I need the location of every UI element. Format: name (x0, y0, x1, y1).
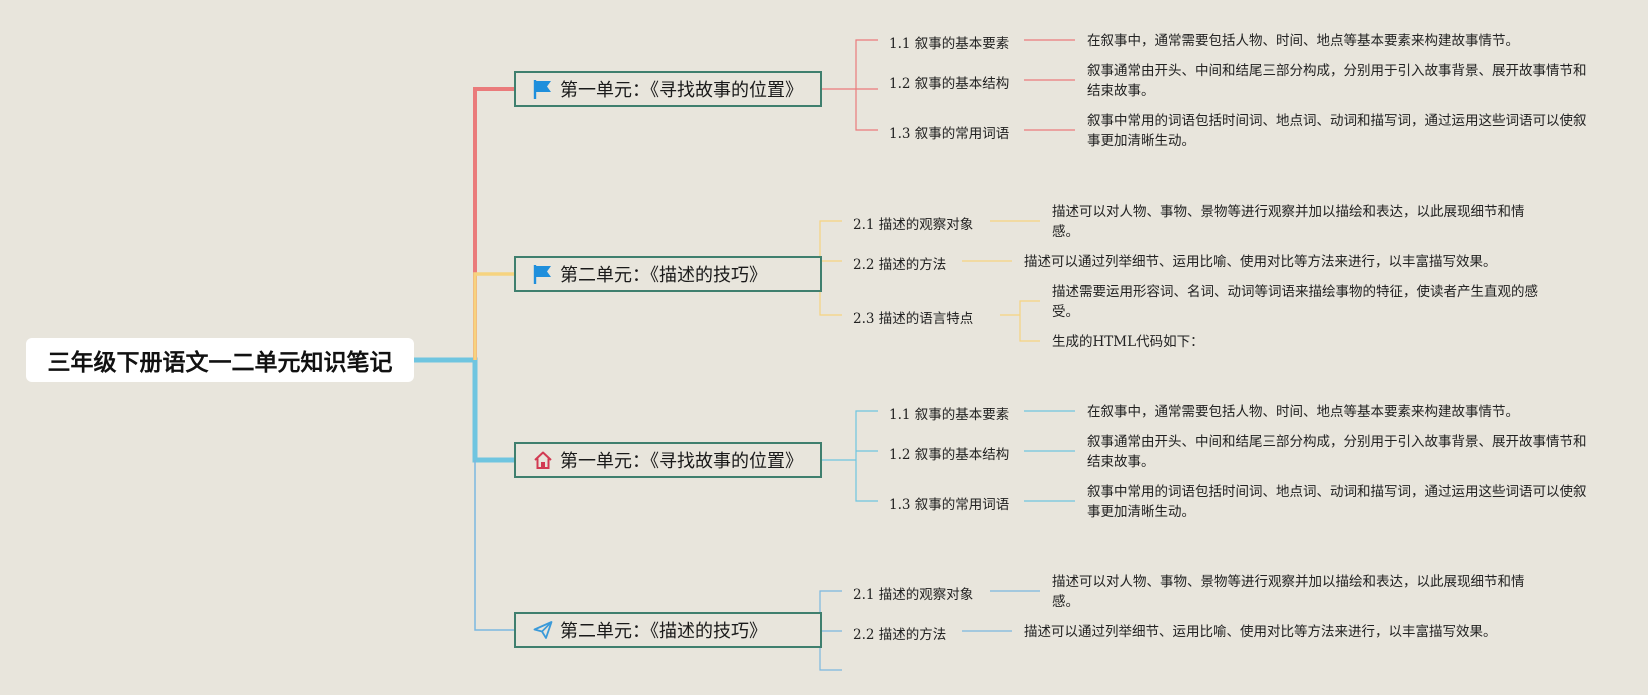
house-icon (532, 449, 554, 471)
root-node[interactable]: 三年级下册语文一二单元知识笔记 (26, 338, 414, 382)
unit-node-1[interactable]: 第一单元：《寻找故事的位置》 (514, 71, 822, 107)
topic-4-1[interactable]: 2.1 描述的观察对象 (853, 583, 973, 603)
topic-3-3[interactable]: 1.3 叙事的常用词语 (889, 493, 1009, 513)
flag-icon (532, 263, 554, 285)
topic-label: 2.2 描述的方法 (853, 257, 947, 273)
topic-label: 2.1 描述的观察对象 (853, 587, 974, 603)
connector-unit2-topics (819, 220, 842, 316)
leaf-note: 描述可以对人物、事物、景物等进行观察并加以描绘和表达，以此展现细节和情感。 (1052, 574, 1525, 610)
leaf-note: 叙事中常用的词语包括时间词、地点词、动词和描写词，通过运用这些词语可以使叙事更加… (1087, 113, 1587, 149)
topic-1-1[interactable]: 1.1 叙事的基本要素 (889, 32, 1009, 52)
leaf-note: 生成的HTML代码如下： (1052, 334, 1204, 350)
topic-2-3[interactable]: 2.3 描述的语言特点 (853, 307, 973, 327)
leaf-note: 描述可以通过列举细节、运用比喻、使用对比等方法来进行，以丰富描写效果。 (1024, 624, 1497, 640)
unit-node-4[interactable]: 第二单元：《描述的技巧》 (514, 612, 822, 648)
topic-label: 2.2 描述的方法 (853, 627, 947, 643)
leaf-note: 叙事中常用的词语包括时间词、地点词、动词和描写词，通过运用这些词语可以使叙事更加… (1087, 484, 1587, 520)
topic-label: 1.3 叙事的常用词语 (889, 497, 1010, 513)
unit-label: 第一单元：《寻找故事的位置》 (560, 451, 803, 472)
leaf-note: 在叙事中，通常需要包括人物、时间、地点等基本要素来构建故事情节。 (1087, 33, 1519, 49)
leaf-note: 叙事通常由开头、中间和结尾三部分构成，分别用于引入故事背景、展开故事情节和结束故… (1087, 63, 1587, 99)
connector-root-unit-2 (473, 272, 514, 360)
topic-2-1[interactable]: 2.1 描述的观察对象 (853, 213, 973, 233)
topic-4-2[interactable]: 2.2 描述的方法 (853, 623, 946, 643)
connector-root-unit-3 (414, 357, 514, 463)
connector-unit3-topics (822, 410, 878, 502)
connector-root-unit-1 (473, 87, 514, 360)
connector-unit2-leaves (962, 220, 1040, 342)
unit-node-2[interactable]: 第二单元：《描述的技巧》 (514, 256, 822, 292)
connector-unit1-topics (822, 39, 878, 131)
paper-plane-icon (532, 619, 554, 641)
connector-unit3-leaves (1024, 410, 1075, 502)
unit-label: 第二单元：《描述的技巧》 (560, 621, 767, 642)
topic-label: 2.1 描述的观察对象 (853, 217, 974, 233)
topic-2-2[interactable]: 2.2 描述的方法 (853, 253, 946, 273)
topic-label: 1.2 叙事的基本结构 (889, 447, 1010, 463)
leaf-note: 叙事通常由开头、中间和结尾三部分构成，分别用于引入故事背景、展开故事情节和结束故… (1087, 434, 1587, 470)
leaf-note: 在叙事中，通常需要包括人物、时间、地点等基本要素来构建故事情节。 (1087, 404, 1519, 420)
unit-label: 第二单元：《描述的技巧》 (560, 265, 767, 286)
connector-unit1-leaves (1024, 39, 1075, 131)
connector-unit4-leaves (962, 590, 1040, 632)
topic-label: 1.2 叙事的基本结构 (889, 76, 1010, 92)
leaf-note: 描述可以对人物、事物、景物等进行观察并加以描绘和表达，以此展现细节和情感。 (1052, 204, 1525, 240)
topic-1-2[interactable]: 1.2 叙事的基本结构 (889, 72, 1009, 92)
leaf-note: 描述可以通过列举细节、运用比喻、使用对比等方法来进行，以丰富描写效果。 (1024, 254, 1497, 270)
topic-label: 1.1 叙事的基本要素 (889, 36, 1010, 52)
connector-root-unit-4 (474, 460, 514, 631)
flag-icon (532, 78, 554, 100)
root-title: 三年级下册语文一二单元知识笔记 (47, 350, 393, 376)
unit-label: 第一单元：《寻找故事的位置》 (560, 80, 803, 101)
topic-1-3[interactable]: 1.3 叙事的常用词语 (889, 122, 1009, 142)
unit-node-3[interactable]: 第一单元：《寻找故事的位置》 (514, 442, 822, 478)
connector-unit4-topics (819, 590, 842, 671)
topic-label: 2.3 描述的语言特点 (853, 311, 974, 327)
topic-label: 1.1 叙事的基本要素 (889, 407, 1010, 423)
topic-3-1[interactable]: 1.1 叙事的基本要素 (889, 403, 1009, 423)
topic-3-2[interactable]: 1.2 叙事的基本结构 (889, 443, 1009, 463)
topic-label: 1.3 叙事的常用词语 (889, 126, 1010, 142)
leaf-note: 描述需要运用形容词、名词、动词等词语来描绘事物的特征，使读者产生直观的感受。 (1052, 284, 1538, 320)
